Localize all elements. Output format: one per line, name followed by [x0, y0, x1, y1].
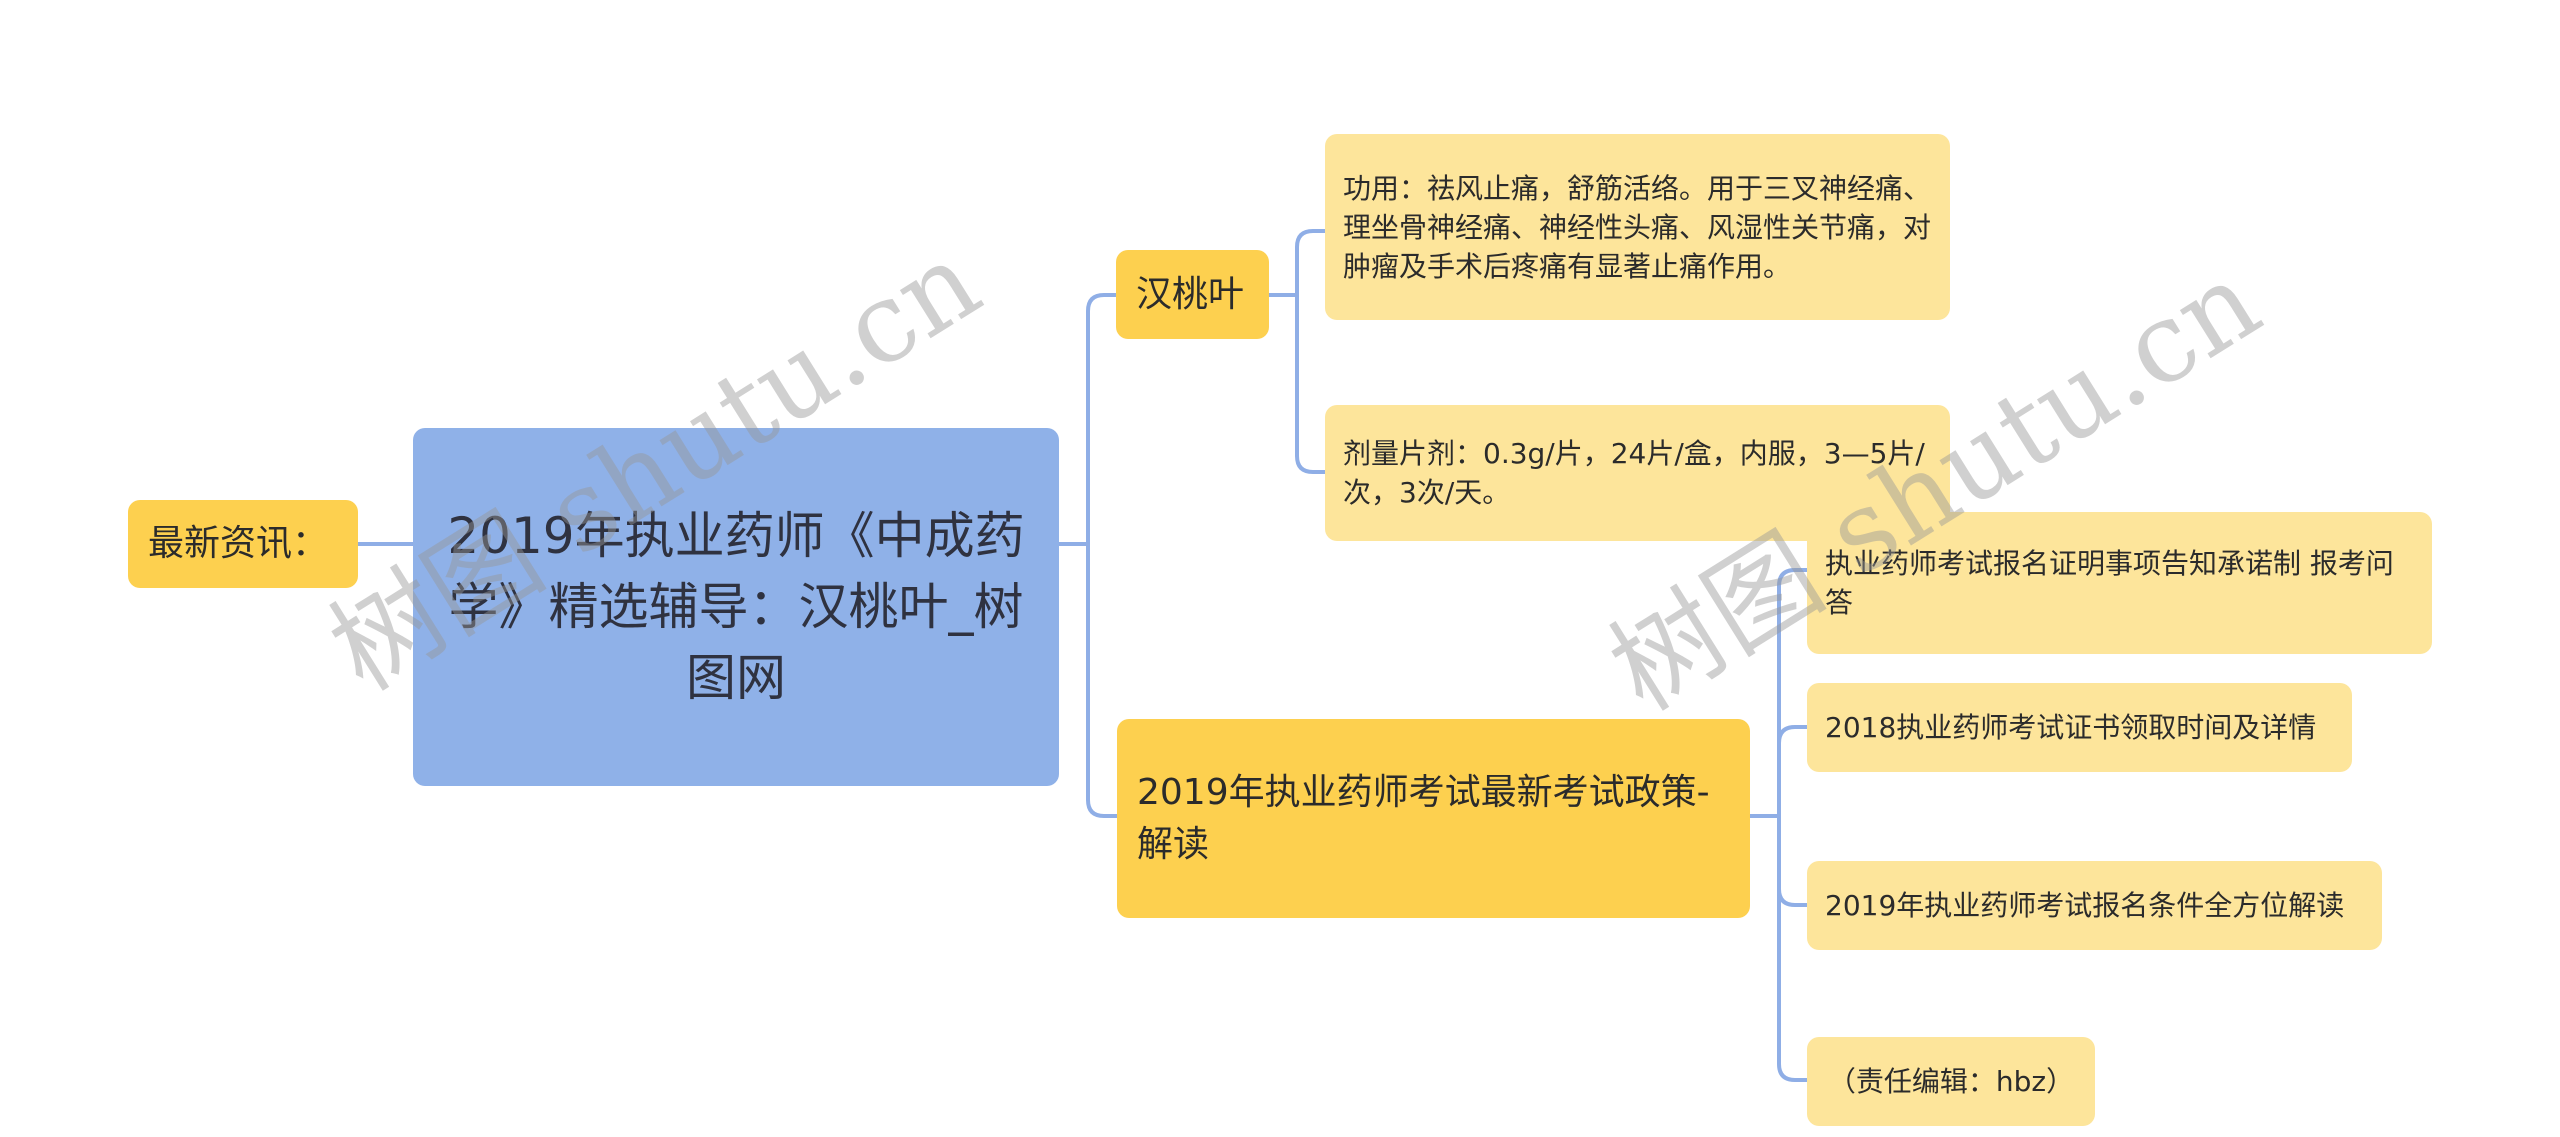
leaf-registration-qa-text: 执业药师考试报名证明事项告知承诺制 报考问答 [1825, 547, 2394, 619]
branch-exam-policy-label: 2019年执业药师考试最新考试政策-解读 [1137, 771, 1710, 865]
leaf-registration-conditions-2019[interactable]: 2019年执业药师考试报名条件全方位解读 [1807, 861, 2382, 950]
root-node[interactable]: 2019年执业药师《中成药学》精选辅导：汉桃叶_树图网 [413, 428, 1059, 786]
leaf-registration-qa[interactable]: 执业药师考试报名证明事项告知承诺制 报考问答 [1807, 512, 2432, 654]
left-node-latest-news[interactable]: 最新资讯： [128, 500, 358, 588]
leaf-registration-conditions-2019-text: 2019年执业药师考试报名条件全方位解读 [1825, 889, 2345, 922]
leaf-dosage-text: 剂量片剂：0.3g/片，24片/盒，内服，3—5片/次，3次/天。 [1343, 437, 1925, 509]
leaf-certificate-2018[interactable]: 2018执业药师考试证书领取时间及详情 [1807, 683, 2352, 772]
leaf-editor[interactable]: （责任编辑：hbz） [1807, 1037, 2095, 1126]
leaf-function[interactable]: 功用：祛风止痛，舒筋活络。用于三叉神经痛、理坐骨神经痛、神经性头痛、风湿性关节痛… [1325, 134, 1950, 320]
branch-hantaoye-label: 汉桃叶 [1136, 273, 1245, 315]
branch-exam-policy[interactable]: 2019年执业药师考试最新考试政策-解读 [1117, 719, 1750, 918]
root-title: 2019年执业药师《中成药学》精选辅导：汉桃叶_树图网 [447, 506, 1025, 707]
leaf-editor-text: （责任编辑：hbz） [1827, 1065, 2075, 1098]
left-node-label: 最新资讯： [148, 523, 329, 564]
leaf-function-text: 功用：祛风止痛，舒筋活络。用于三叉神经痛、理坐骨神经痛、神经性头痛、风湿性关节痛… [1343, 171, 1932, 283]
branch-hantaoye[interactable]: 汉桃叶 [1116, 250, 1269, 339]
leaf-certificate-2018-text: 2018执业药师考试证书领取时间及详情 [1825, 711, 2317, 744]
